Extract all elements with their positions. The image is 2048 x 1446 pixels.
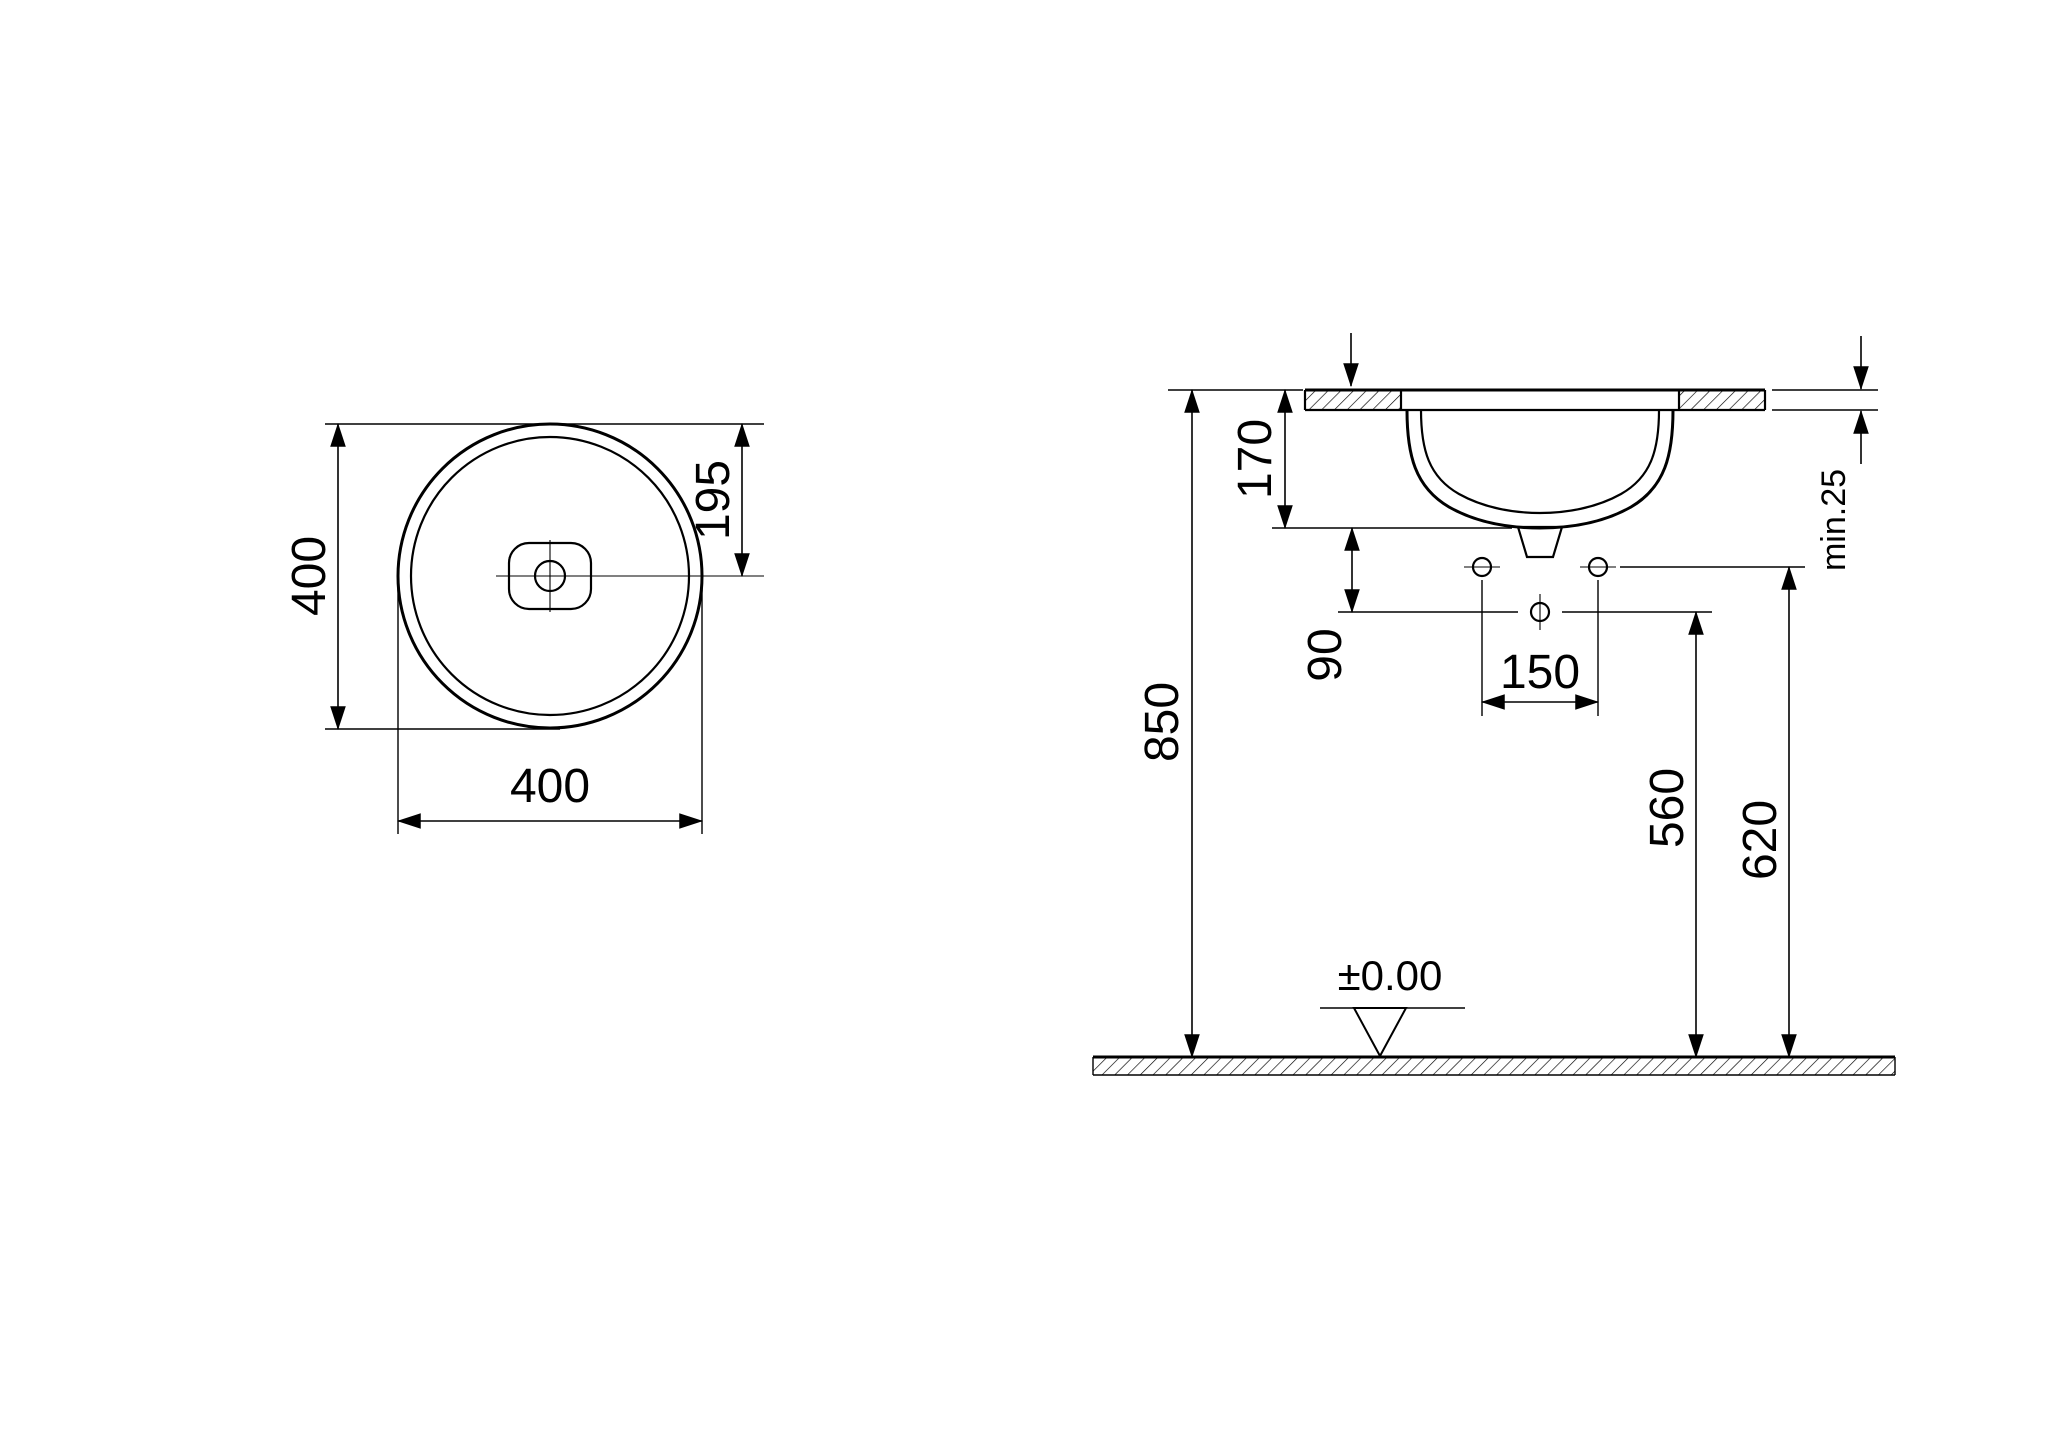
dim-bottom-to-fixing: 90 <box>1299 526 1518 682</box>
dim-label-bottom-to-fixing: 90 <box>1299 628 1352 681</box>
drain-outlet <box>1516 525 1564 559</box>
basin-outer-shell <box>1405 409 1675 530</box>
dim-top-view-height: 400 <box>283 422 764 731</box>
level-triangle-icon <box>1352 1007 1408 1059</box>
counter-section-left <box>1305 390 1401 410</box>
dim-top-view-width: 400 <box>396 588 704 834</box>
dim-label-height: 400 <box>283 536 336 616</box>
floor-section <box>1093 1057 1895 1075</box>
floor-level-label: ±0.00 <box>1338 952 1443 999</box>
basin-inner-shell <box>1419 409 1661 515</box>
floor <box>1092 1055 1896 1076</box>
dim-counter-height: 850 <box>1136 388 1303 1059</box>
dim-label-counter-thickness: min.25 <box>1815 469 1853 571</box>
dim-upper-fixing-height: 620 <box>1620 565 1805 1059</box>
dim-label-counter-height: 850 <box>1136 682 1189 762</box>
dim-label-upper-fixing-height: 620 <box>1734 800 1787 880</box>
countertop <box>1303 388 1767 412</box>
dim-fixing-spacing: 150 <box>1480 580 1600 716</box>
dim-label-fixing-spacing: 150 <box>1500 646 1580 699</box>
dim-label-basin-depth: 170 <box>1229 419 1282 499</box>
dim-top-view-drain-offset: 195 <box>687 422 750 578</box>
dim-basin-depth: 170 <box>1229 388 1512 530</box>
basin-top-view: 400 195 400 <box>283 422 764 834</box>
basin-front-view: ±0.00 850 170 90 150 <box>1092 333 1896 1076</box>
dim-counter-thickness: min.25 <box>1343 333 1878 571</box>
dim-lower-fixing-height: 560 <box>1562 610 1712 1059</box>
counter-section-right <box>1679 390 1765 410</box>
fixing-holes <box>1464 556 1616 630</box>
dim-label-lower-fixing-height: 560 <box>1641 768 1694 848</box>
floor-level-marker: ±0.00 <box>1320 952 1465 1059</box>
basin-body <box>1405 409 1675 559</box>
dim-label-drain-offset: 195 <box>687 460 740 540</box>
dim-label-width: 400 <box>510 760 590 813</box>
